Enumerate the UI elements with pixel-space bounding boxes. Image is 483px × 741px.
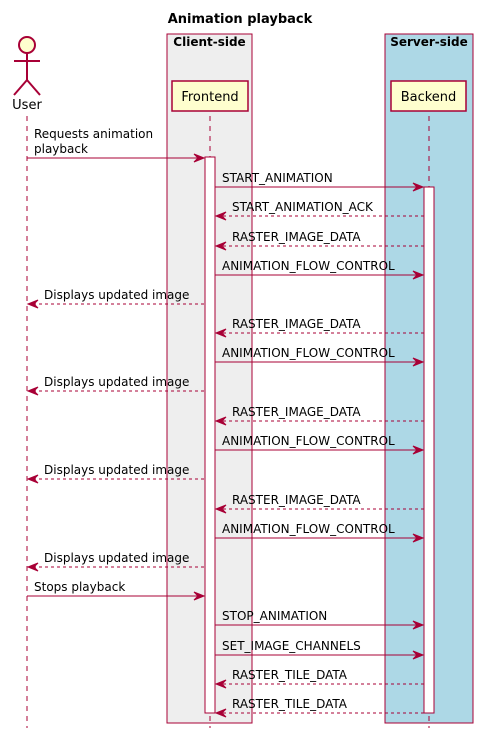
frontend-activation-bar <box>204 156 216 714</box>
arrowhead-icon <box>193 153 206 163</box>
message: RASTER_IMAGE_DATA <box>214 230 424 251</box>
message: Displays updated image <box>26 288 204 309</box>
message-label: ANIMATION_FLOW_CONTROL <box>222 259 395 273</box>
arrowhead-icon <box>412 533 425 543</box>
arrowhead-icon <box>412 620 425 630</box>
arrowhead-icon <box>214 708 227 718</box>
message: RASTER_IMAGE_DATA <box>214 317 424 338</box>
message: ANIMATION_FLOW_CONTROL <box>215 346 425 367</box>
message: START_ANIMATION_ACK <box>214 200 424 221</box>
arrowhead-icon <box>412 650 425 660</box>
message-label: RASTER_TILE_DATA <box>232 668 348 682</box>
message-label: START_ANIMATION_ACK <box>232 200 374 214</box>
message-label: ANIMATION_FLOW_CONTROL <box>222 522 395 536</box>
message-label: RASTER_IMAGE_DATA <box>232 405 361 419</box>
message-label: Displays updated image <box>44 288 189 302</box>
arrowhead-icon <box>412 270 425 280</box>
message: SET_IMAGE_CHANNELS <box>215 639 425 660</box>
message: ANIMATION_FLOW_CONTROL <box>215 434 425 455</box>
arrowhead-icon <box>26 474 39 484</box>
arrowhead-icon <box>214 679 227 689</box>
message: RASTER_TILE_DATA <box>214 697 424 718</box>
backend-participant-box <box>390 80 467 112</box>
message: Stops playback <box>27 580 206 601</box>
arrowhead-icon <box>193 591 206 601</box>
message-label: RASTER_IMAGE_DATA <box>232 230 361 244</box>
message: Displays updated image <box>26 551 204 572</box>
message-label: Displays updated image <box>44 375 189 389</box>
arrowhead-icon <box>214 328 227 338</box>
message: STOP_ANIMATION <box>215 609 425 630</box>
message: START_ANIMATION <box>215 171 425 192</box>
client-side-box-title: Client-side <box>173 35 245 49</box>
message-label: Stops playback <box>34 580 125 594</box>
message: RASTER_TILE_DATA <box>214 668 424 689</box>
message: Displays updated image <box>26 375 204 396</box>
user-actor-icon <box>13 36 41 96</box>
message-label: START_ANIMATION <box>222 171 333 185</box>
backend-participant-label: Backend <box>401 90 457 105</box>
arrowhead-icon <box>214 504 227 514</box>
diagram-title: Animation playback <box>168 12 313 27</box>
message-label: ANIMATION_FLOW_CONTROL <box>222 346 395 360</box>
message-label: RASTER_IMAGE_DATA <box>232 493 361 507</box>
message: RASTER_IMAGE_DATA <box>214 405 424 426</box>
message: RASTER_IMAGE_DATA <box>214 493 424 514</box>
arrowhead-icon <box>412 182 425 192</box>
backend-activation-bar <box>423 186 435 714</box>
message-label: RASTER_TILE_DATA <box>232 697 348 711</box>
server-side-box-title: Server-side <box>390 35 468 49</box>
arrowhead-icon <box>214 416 227 426</box>
message-label: Displays updated image <box>44 551 189 565</box>
arrowhead-icon <box>412 357 425 367</box>
message: ANIMATION_FLOW_CONTROL <box>215 522 425 543</box>
frontend-participant-box <box>171 80 249 112</box>
arrowhead-icon <box>26 562 39 572</box>
message: Displays updated image <box>26 463 204 484</box>
arrowhead-icon <box>26 299 39 309</box>
arrowhead-icon <box>412 445 425 455</box>
message-label: ANIMATION_FLOW_CONTROL <box>222 434 395 448</box>
arrowhead-icon <box>214 211 227 221</box>
message: ANIMATION_FLOW_CONTROL <box>215 259 425 280</box>
message-label: SET_IMAGE_CHANNELS <box>222 639 361 653</box>
message-label: Displays updated image <box>44 463 189 477</box>
user-actor-label: User <box>12 98 42 113</box>
arrowhead-icon <box>26 386 39 396</box>
frontend-participant-label: Frontend <box>181 90 238 105</box>
message-label: RASTER_IMAGE_DATA <box>232 317 361 331</box>
arrowhead-icon <box>214 241 227 251</box>
message-label: STOP_ANIMATION <box>222 609 327 623</box>
